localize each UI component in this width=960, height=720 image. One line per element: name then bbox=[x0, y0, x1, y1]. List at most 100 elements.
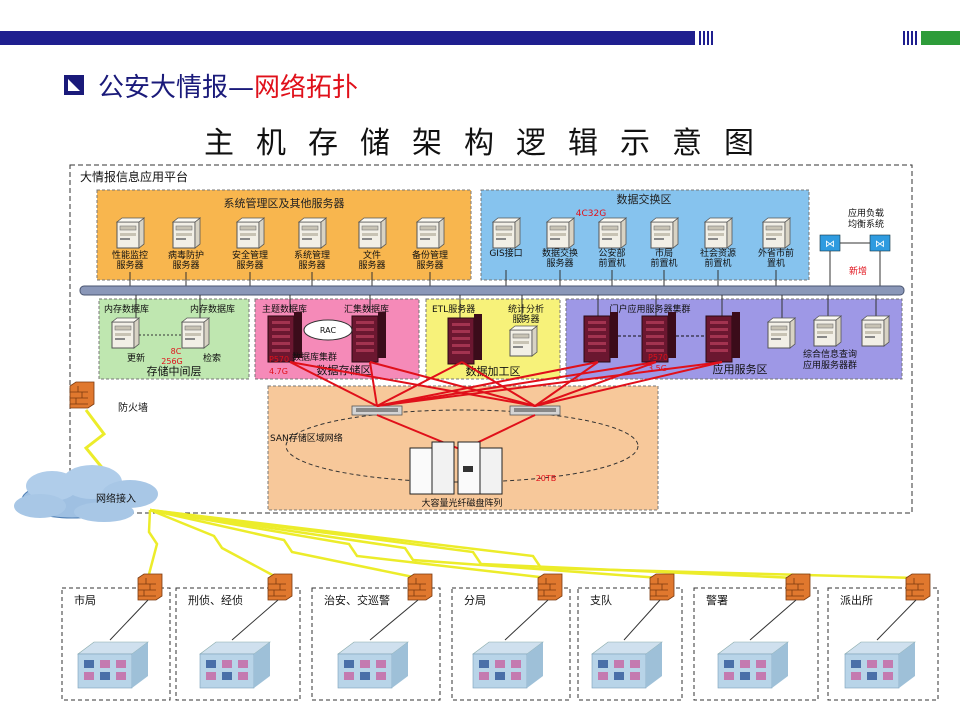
etl-server-rack-icon bbox=[447, 313, 483, 365]
portal-rack-3-icon bbox=[705, 311, 741, 363]
sysmgmt-server-2-label: 病毒防护 bbox=[168, 249, 204, 261]
san-red-links bbox=[289, 361, 723, 451]
exchange-servers: GIS接口数据交换服务器公安部前置机市局前置机社会资源前置机外省市前置机 bbox=[489, 217, 794, 286]
bus-drop-lines bbox=[135, 295, 877, 322]
branch-lightning-link bbox=[149, 508, 661, 580]
load-balance-label-1: 应用负载 bbox=[848, 207, 884, 219]
sysmgmt-server-5-label: 文件 bbox=[363, 249, 381, 261]
zone-data-exchange bbox=[480, 189, 810, 281]
query-servers-label-2: 应用服务器群 bbox=[803, 359, 857, 371]
svg-text:⋈: ⋈ bbox=[825, 239, 835, 250]
arrow-bullet-icon bbox=[64, 75, 84, 95]
load-balance-label-2: 均衡系统 bbox=[848, 218, 884, 230]
query-server-2-icon bbox=[813, 315, 842, 347]
sysmgmt-server-6-sublabel: 服务器 bbox=[416, 259, 443, 271]
branch-lightning-link bbox=[149, 508, 419, 580]
sysmgmt-server-6-label: 备份管理 bbox=[412, 249, 448, 261]
branch-firewall-icon bbox=[137, 573, 163, 601]
platform-label: 大情报信息应用平台 bbox=[80, 169, 188, 184]
branch-building-icon bbox=[717, 641, 789, 689]
branch-building-icon bbox=[472, 641, 544, 689]
exchange-server-1-icon bbox=[492, 217, 521, 249]
memory-db-1-server-icon bbox=[111, 317, 140, 349]
branch-box bbox=[175, 587, 301, 701]
sysmgmt-server-5-icon bbox=[358, 217, 387, 249]
fc-switch-2-icon bbox=[509, 405, 561, 416]
sysmgmt-server-1-sublabel: 服务器 bbox=[116, 259, 143, 271]
exchange-server-4-sublabel: 前置机 bbox=[650, 257, 677, 269]
branch-lightning-link bbox=[146, 509, 159, 579]
branch-label: 治安、交巡警 bbox=[324, 593, 390, 607]
query-servers-label-1: 综合信息查询 bbox=[803, 348, 857, 360]
db-cluster-label: 数据库集群 bbox=[292, 351, 337, 363]
disk-array-capacity: 20TB bbox=[536, 474, 557, 483]
branch-firewall-icon bbox=[785, 573, 811, 601]
midlayer-search-label: 检索 bbox=[203, 352, 221, 364]
exchange-server-2-label: 数据交换 bbox=[542, 247, 578, 259]
branch-firewall-icon bbox=[407, 573, 433, 601]
memory-db-2-server-icon bbox=[181, 317, 210, 349]
sysmgmt-server-4-label: 系统管理 bbox=[294, 249, 330, 261]
exchange-server-5-icon bbox=[704, 217, 733, 249]
san-label: SAN存储区域网络 bbox=[270, 432, 343, 444]
svg-text:⋈: ⋈ bbox=[875, 239, 885, 250]
branch-building-icon bbox=[337, 641, 409, 689]
branch-box bbox=[693, 587, 819, 701]
branch-label: 分局 bbox=[464, 594, 486, 607]
header-bar bbox=[0, 31, 695, 45]
cloud-icon bbox=[14, 465, 158, 522]
aggregate-db-rack-icon bbox=[351, 311, 387, 363]
exchange-server-5-label: 社会资源 bbox=[700, 247, 736, 259]
sysmgmt-server-2-sublabel: 服务器 bbox=[172, 259, 199, 271]
branch-firewall-icon bbox=[537, 573, 563, 601]
branch-firewall-icon bbox=[905, 573, 931, 601]
branch-lightning-link bbox=[149, 508, 279, 580]
header-bar-ticks bbox=[699, 31, 713, 45]
sysmgmt-server-2-icon bbox=[172, 217, 201, 249]
sysmgmt-server-6-icon bbox=[416, 217, 445, 249]
zone-data-exchange-title: 数据交换区 bbox=[617, 192, 672, 206]
branch-label: 支队 bbox=[590, 593, 612, 607]
platform-boundary bbox=[69, 164, 913, 514]
exchange-server-2-icon bbox=[546, 217, 575, 249]
main-firewall-icon bbox=[69, 381, 95, 409]
sysmgmt-server-4-sublabel: 服务器 bbox=[298, 259, 325, 271]
aggregate-db-label: 汇集数据库 bbox=[344, 303, 389, 315]
branch-firewall-icon bbox=[649, 573, 675, 601]
exchange-spec: 4C32G bbox=[576, 209, 606, 219]
exchange-server-3-sublabel: 前置机 bbox=[598, 257, 625, 269]
fc-switch-1-icon bbox=[351, 405, 403, 416]
exchange-server-1-label: GIS接口 bbox=[489, 247, 522, 259]
rac-label: RAC bbox=[320, 326, 337, 335]
storage-model: P570 bbox=[269, 355, 289, 364]
slide-title: 公安大情报—网络拓扑 bbox=[64, 68, 358, 103]
midlayer-spec-1: 8C bbox=[171, 347, 182, 356]
query-server-1-icon bbox=[767, 317, 796, 349]
branch-lightning-link bbox=[149, 508, 549, 580]
firewall-label: 防火墙 bbox=[118, 401, 148, 414]
zone-storage-middle-layer-label: 存储中间层 bbox=[147, 364, 202, 378]
application-spec: 3.5G bbox=[648, 364, 667, 373]
branch-box bbox=[61, 587, 171, 701]
network-access-label: 网络接入 bbox=[96, 492, 136, 505]
zone-application-label: 应用服务区 bbox=[713, 362, 768, 376]
branch-building-icon bbox=[77, 641, 149, 689]
application-model: P570 bbox=[648, 353, 668, 362]
branch-offices: 市局刑侦、经侦治安、交巡警分局支队警署派出所 bbox=[61, 573, 939, 701]
exchange-server-4-label: 市局 bbox=[655, 247, 673, 259]
portal-cluster-label: 门户应用服务器集群 bbox=[609, 303, 690, 315]
stats-server-icon bbox=[509, 325, 538, 357]
zone-system-management-title: 系统管理区及其他服务器 bbox=[224, 196, 345, 210]
stats-server-label-1: 统计分析 bbox=[508, 303, 544, 315]
disk-array-label: 大容量光纤磁盘阵列 bbox=[421, 497, 502, 509]
query-server-3-icon bbox=[861, 315, 890, 347]
sysmgmt-server-1-icon bbox=[116, 217, 145, 249]
branch-label: 警署 bbox=[706, 593, 728, 607]
sysmgmt-server-3-label: 安全管理 bbox=[232, 249, 268, 261]
load-balancer-device-icon: ⋈ ⋈ bbox=[819, 234, 891, 289]
storage-spec: 4.7G bbox=[269, 367, 288, 376]
midlayer-update-label: 更新 bbox=[127, 352, 145, 364]
sysmgmt-server-5-sublabel: 服务器 bbox=[358, 259, 385, 271]
